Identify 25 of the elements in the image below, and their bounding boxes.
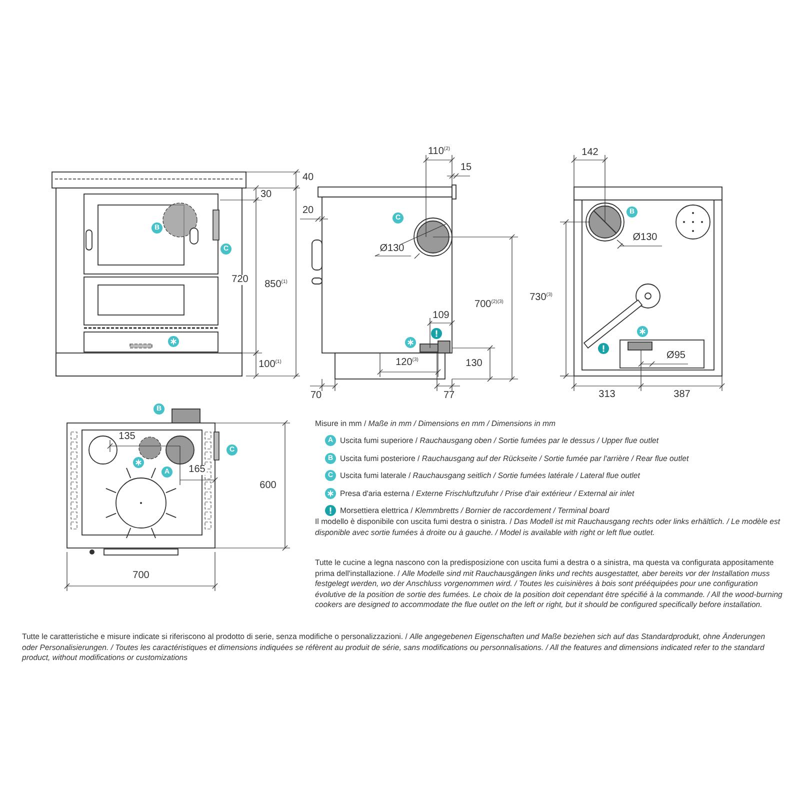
dimension-text: 20	[301, 206, 315, 216]
dimension-text: 142	[580, 148, 600, 158]
dimension-text: 100$^{(1)}$	[258, 360, 282, 370]
dimension-text: Ø130	[378, 244, 406, 254]
dimension-text: 850$^{(1)}$	[264, 280, 288, 290]
dimension-text: 730$^{(3)}$	[528, 292, 554, 304]
dimension-text: Ø95	[666, 351, 686, 361]
dimension-text: 387	[672, 390, 692, 400]
dimension-text: Ø130	[632, 233, 658, 243]
dimension-text: 700$^{(2)(3)}$	[474, 300, 504, 310]
dimension-text: 135	[118, 432, 136, 442]
dimension-text: 313	[598, 390, 616, 400]
dimension-text: 700	[132, 571, 150, 581]
dimension-text: 40	[301, 173, 315, 183]
dimension-text: 110$^{(2)}$	[426, 146, 452, 158]
dimension-text: 77	[442, 391, 456, 401]
dimension-text: 120$^{(3)}$	[394, 358, 420, 368]
dimension-text: 15	[459, 163, 473, 173]
dimension-text: 600	[258, 481, 278, 491]
dimension-text: 70	[309, 391, 323, 401]
dimension-text: 30	[259, 190, 273, 200]
dimension-text: 109	[432, 311, 450, 321]
dimension-text: 165	[188, 465, 206, 475]
dimension-text: 130	[464, 359, 484, 369]
dimension-text: 720	[230, 275, 250, 285]
